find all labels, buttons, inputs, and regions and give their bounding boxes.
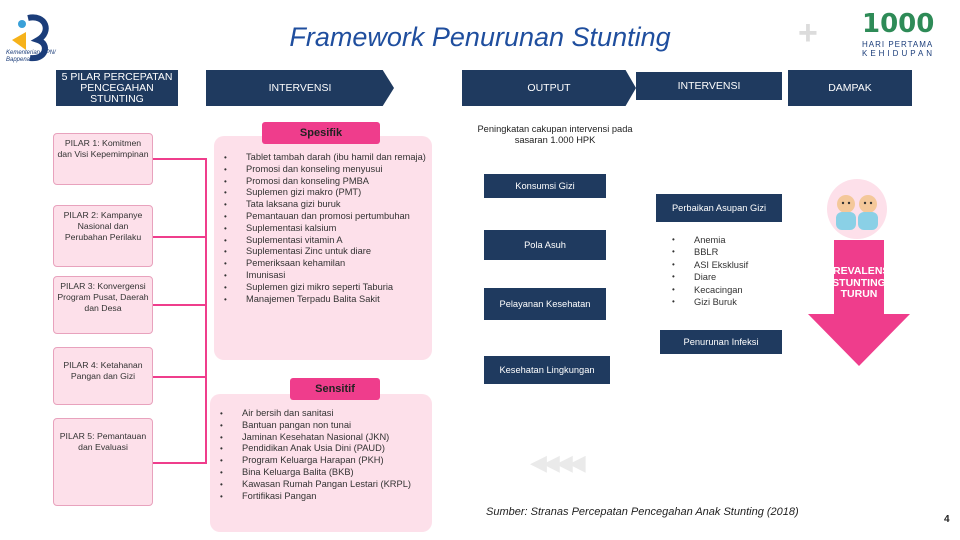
decorative-arrows-icon: ◀◀◀◀ [530,450,586,475]
intervensi2-item: Kecacingan [670,284,780,297]
column-header-dampak: DAMPAK [788,70,912,106]
dampak-text: PREVALENSI STUNTING TURUN [826,265,893,300]
column-header-intervensi: INTERVENSI [206,70,394,106]
output-caption: Peningkatan cakupan intervensi pada sasa… [477,124,633,145]
spesifik-item: Tata laksana gizi buruk [222,199,430,211]
babies-icon [827,179,887,239]
output-konsumsi-gizi: Konsumsi Gizi [484,174,606,198]
sensitif-item: Jaminan Kesehatan Nasional (JKN) [218,432,430,444]
hpk-logo-sub2: KEHIDUPAN [862,49,936,58]
spesifik-item: Promosi dan konseling PMBA [222,176,430,188]
sensitif-tab: Sensitif [290,378,380,400]
intervensi2-item: Anemia [670,234,780,247]
pillar-2: PILAR 2: Kampanye Nasional dan Perubahan… [53,205,153,267]
spesifik-item: Suplementasi Zinc untuk diare [222,246,430,258]
spesifik-item: Suplementasi vitamin A [222,235,430,247]
pillar-3: PILAR 3: Konvergensi Program Pusat, Daer… [53,276,153,334]
spesifik-item: Pemeriksaan kehamilan [222,258,430,270]
connector-line [153,376,205,378]
intervensi2-item: Gizi Buruk [670,296,780,309]
hpk-logo-sub1: HARI PERTAMA [862,40,934,49]
intervensi2-list: AnemiaBBLRASI EksklusifDiareKecacinganGi… [670,234,780,309]
page-number: 4 [944,514,950,525]
connector-line [153,158,205,160]
bappenas-logo-text: Kementerian PPN/ Bappenas [6,50,56,63]
sensitif-item: Bina Keluarga Balita (BKB) [218,467,430,479]
spesifik-item: Suplemen gizi mikro seperti Taburia [222,282,430,294]
intervensi2-item: ASI Eksklusif [670,259,780,272]
spesifik-item: Suplementasi kalsium [222,223,430,235]
hpk-logo-number: 1000 [862,9,935,39]
connector-line [153,462,205,464]
output-kesehatan-lingkungan: Kesehatan Lingkungan [484,356,610,384]
spesifik-tab: Spesifik [262,122,380,144]
title-part-3: Stunting [571,22,671,52]
column-header-intervensi-2: INTERVENSI [636,72,782,100]
page-title: Framework Penurunan Stunting [0,22,960,53]
pillar-4: PILAR 4: Ketahanan Pangan dan Gizi [53,347,153,405]
output-pelayanan-kesehatan: Pelayanan Kesehatan [484,288,606,320]
spesifik-item: Suplemen gizi makro (PMT) [222,187,430,199]
bappenas-logo [12,14,49,62]
connector-line [153,304,205,306]
spesifik-item: Manajemen Terpadu Balita Sakit [222,294,430,306]
source-caption: Sumber: Stranas Percepatan Pencegahan An… [486,506,799,518]
connector-line [205,158,207,464]
pillar-5: PILAR 5: Pemantauan dan Evaluasi [53,418,153,506]
title-part-1: Framework [289,22,425,52]
spesifik-list: Tablet tambah darah (ibu hamil dan remaj… [222,152,430,305]
output-pola-asuh: Pola Asuh [484,230,606,260]
title-part-2: Penurunan [431,22,565,52]
spesifik-item: Pemantauan dan promosi pertumbuhan [222,211,430,223]
spesifik-item: Tablet tambah darah (ibu hamil dan remaj… [222,152,430,164]
dampak-down-arrow [808,240,910,366]
connector-line [153,236,205,238]
intervensi2-item: BBLR [670,246,780,259]
spesifik-item: Imunisasi [222,270,430,282]
spesifik-item: Promosi dan konseling menyusui [222,164,430,176]
perbaikan-asupan-gizi-box: Perbaikan Asupan Gizi [656,194,782,222]
intervensi2-item: Diare [670,271,780,284]
column-header-pilar: 5 PILAR PERCEPATAN PENCEGAHAN STUNTING [56,70,178,106]
sensitif-item: Kawasan Rumah Pangan Lestari (KRPL) [218,479,430,491]
column-header-output: OUTPUT [462,70,636,106]
penurunan-infeksi-box: Penurunan Infeksi [660,330,782,354]
sensitif-list: Air bersih dan sanitasiBantuan pangan no… [218,408,430,502]
sensitif-item: Air bersih dan sanitasi [218,408,430,420]
hpk-logo: 1000 HARI PERTAMA KEHIDUPAN [862,10,954,66]
sensitif-item: Bantuan pangan non tunai [218,420,430,432]
pillar-1: PILAR 1: Komitmen dan Visi Kepemimpinan [53,133,153,185]
plus-icon: + [798,14,818,52]
sensitif-item: Fortifikasi Pangan [218,491,430,503]
sensitif-item: Pendidikan Anak Usia Dini (PAUD) [218,443,430,455]
sensitif-item: Program Keluarga Harapan (PKH) [218,455,430,467]
